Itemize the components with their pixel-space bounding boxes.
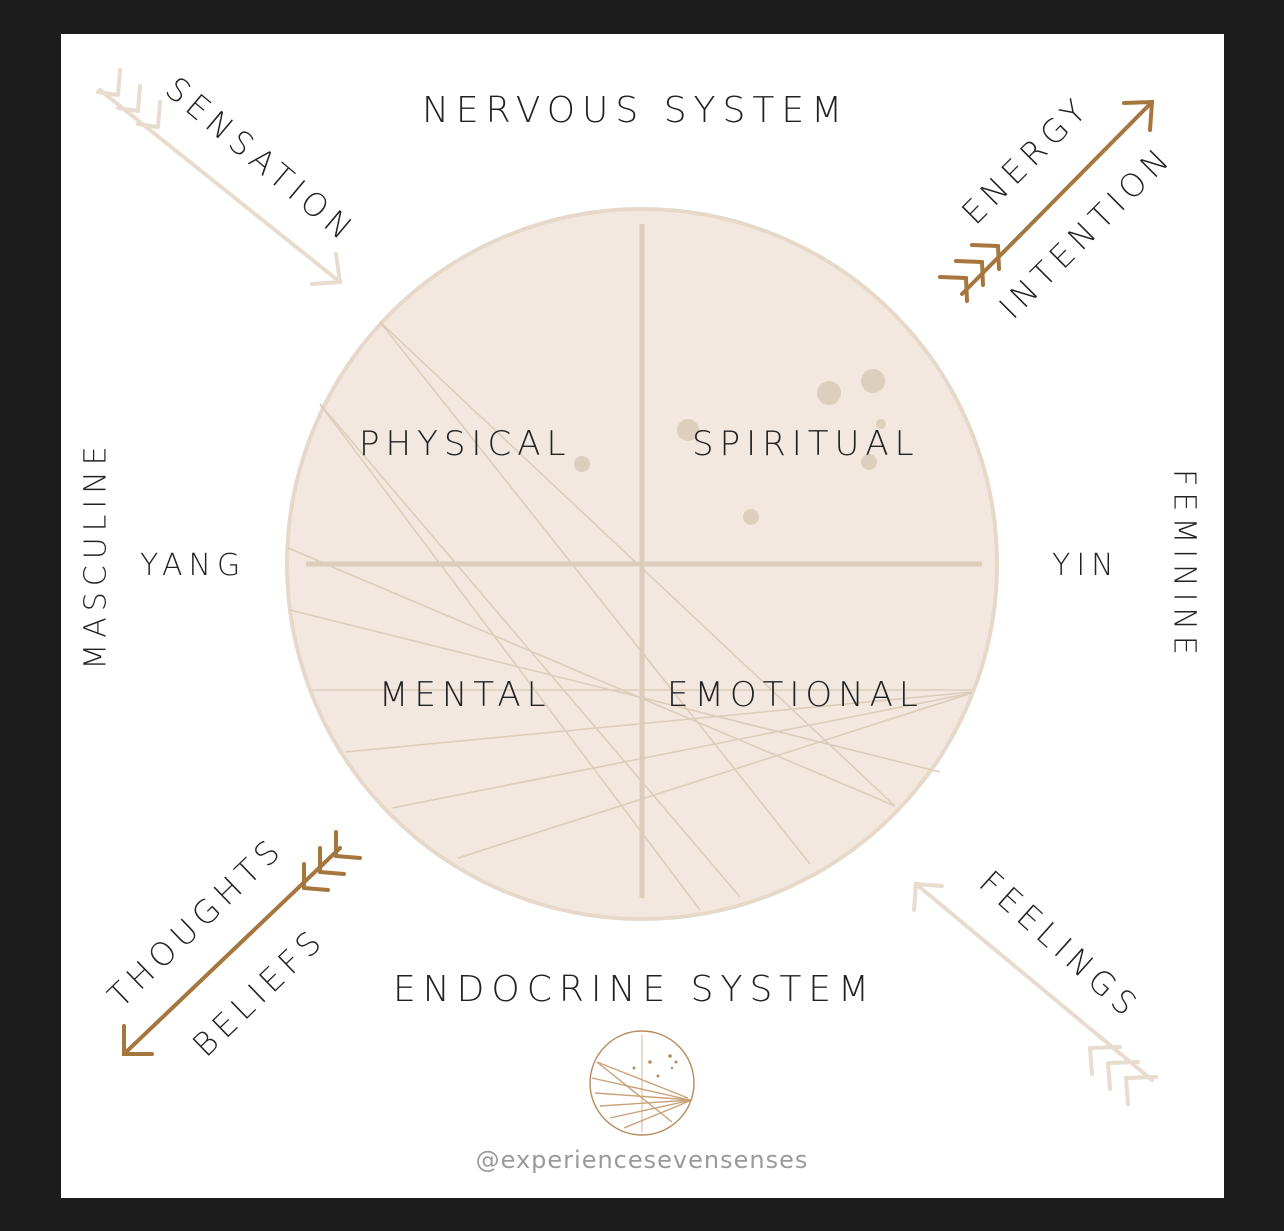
feelings-arrow (912, 881, 1158, 1106)
quadrant-spiritual: SPIRITUAL (692, 424, 920, 464)
thoughts-arrow (122, 830, 362, 1056)
logo-icon (589, 1030, 695, 1136)
spiritual-dots (574, 369, 886, 525)
quadrant-physical: PHYSICAL (359, 424, 572, 464)
quadrant-emotional: EMOTIONAL (667, 675, 924, 715)
nervous-system-label: NERVOUS SYSTEM (422, 90, 850, 131)
sensation-arrow (96, 68, 343, 286)
masculine-label: MASCULINE (78, 440, 114, 670)
yin-label: YIN (1052, 548, 1120, 583)
instagram-handle[interactable]: @experiencesevensenses (475, 1146, 809, 1174)
yang-label: YANG (140, 548, 247, 583)
feminine-label: FEMININE (1166, 469, 1202, 661)
quadrant-mental: MENTAL (379, 675, 552, 715)
energy-arrow (938, 99, 1155, 303)
quadrant-cross (306, 224, 982, 898)
endocrine-system-label: ENDOCRINE SYSTEM (393, 969, 877, 1010)
